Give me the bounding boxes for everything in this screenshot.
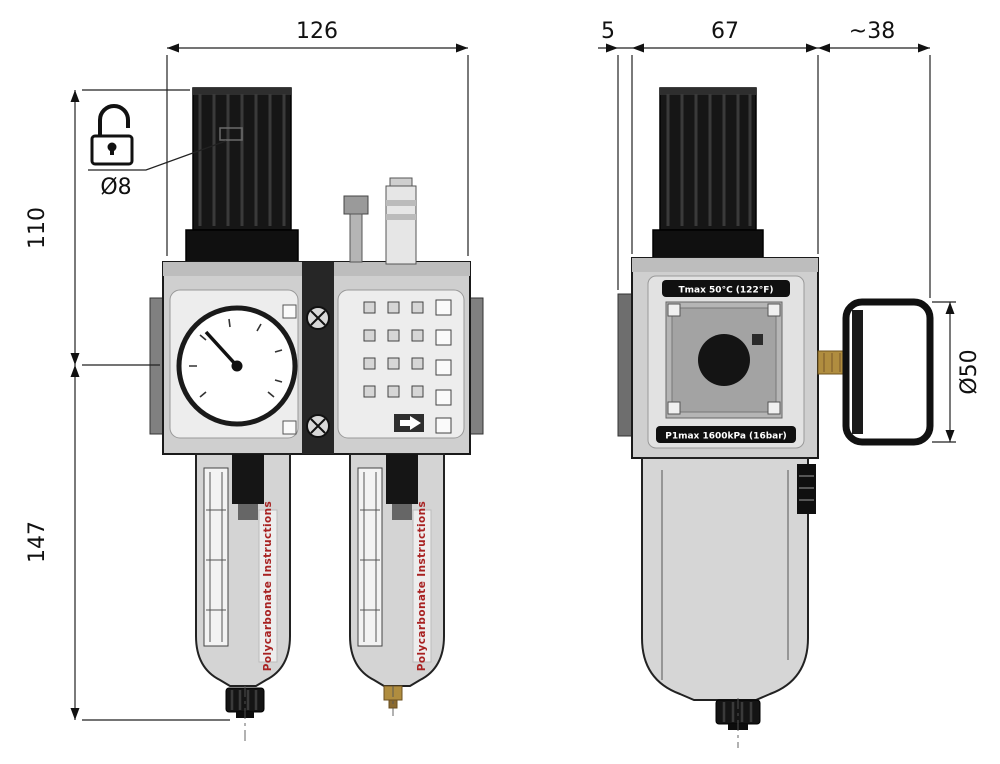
dim-text-d8: Ø8	[100, 175, 131, 200]
vent-slots-small	[363, 301, 424, 398]
knob-body	[659, 87, 757, 231]
tmax-plate	[662, 280, 790, 297]
dim-gauge-diameter: Ø50	[932, 301, 982, 443]
regulator-knob	[185, 87, 299, 263]
sight-window	[203, 467, 229, 647]
vent-slots-large	[435, 299, 452, 434]
pressure-gauge-side	[817, 298, 934, 446]
bowl-marking-text: Polycarbonate Instructions	[416, 501, 428, 671]
lubricator-element-stem	[392, 504, 412, 520]
gauge-hub	[231, 360, 243, 372]
sight-window	[357, 467, 383, 647]
gauge-needle	[204, 330, 239, 368]
gauge-case-band	[852, 310, 863, 434]
gauge-stem-hex	[823, 353, 841, 372]
lubricator-module-panel	[337, 289, 465, 439]
front-body	[149, 177, 484, 455]
panel-corner-slots	[282, 304, 297, 435]
knob-collar	[185, 229, 299, 263]
side-bowl	[641, 457, 816, 730]
dim-text-126: 126	[296, 19, 338, 44]
callout-knob-port: Ø8	[88, 104, 227, 200]
dim-text-d50: Ø50	[957, 349, 982, 394]
regulator-knob-side	[652, 87, 764, 261]
gauge-disc	[842, 298, 934, 446]
knob-collar	[652, 229, 764, 261]
divider-screw-top	[306, 306, 330, 330]
dim-side-top: 5 67 ~38	[598, 19, 931, 298]
filter-element-stem	[238, 504, 258, 520]
filter-bowl: Polycarbonate Instructions	[195, 453, 291, 718]
divider-screw-bottom	[306, 414, 330, 438]
dim-front-width: 126	[166, 19, 469, 256]
lubricator-element	[386, 454, 418, 504]
small-port-slot	[752, 334, 763, 345]
knob-ribs	[666, 94, 752, 226]
recess-corner-slots	[667, 303, 781, 415]
dim-text-38: ~38	[849, 19, 895, 44]
knob-notch	[219, 127, 243, 141]
oil-fill-cap	[385, 177, 417, 265]
bowl-label-area	[412, 509, 432, 663]
port-opening	[698, 334, 750, 386]
dim-upper-height: 110	[25, 89, 190, 366]
bowl-marking-text: Polycarbonate Instructions	[262, 501, 274, 671]
pressure-gauge-front	[176, 305, 298, 427]
sight-window-marks	[360, 472, 380, 642]
leader-line	[88, 140, 227, 171]
tmax-plate-text: Tmax 50°C (122°F)	[679, 286, 774, 296]
side-bowl-outline	[641, 457, 809, 701]
knob-cap	[193, 88, 291, 95]
pmax-plate-text: P1max 1600kPa (16bar)	[665, 432, 787, 442]
dimensions: 126 5 67 ~38 110 147	[25, 19, 982, 721]
unlock-icon	[90, 104, 134, 166]
dim-text-5: 5	[601, 19, 615, 44]
bowl-label-area	[258, 509, 278, 663]
knob-cap	[660, 88, 756, 95]
mount-tab-right	[468, 297, 484, 435]
mount-tab-left	[149, 297, 165, 435]
filter-element	[232, 454, 264, 504]
sight-window-marks	[206, 472, 226, 642]
body-top-band	[632, 258, 818, 272]
flow-arrow-icon	[394, 414, 424, 432]
side-body: Tmax 50°C (122°F) P1max 1600kPa (16bar)	[617, 257, 819, 459]
dim-text-110: 110	[25, 207, 50, 249]
oil-adjust-knob	[343, 195, 369, 263]
front-view: Polycarbonate Instructions Polycarbonate…	[149, 87, 484, 742]
knob-ribs	[198, 94, 286, 226]
dim-text-147: 147	[25, 521, 50, 563]
bowl-clip	[797, 464, 816, 514]
bowl-shading	[661, 470, 789, 680]
dim-lower-height: 147	[25, 365, 230, 721]
pmax-plate	[656, 426, 796, 443]
dim-text-67: 67	[711, 19, 739, 44]
side-view: Tmax 50°C (122°F) P1max 1600kPa (16bar)	[617, 87, 934, 748]
lubricator-bowl: Polycarbonate Instructions	[349, 453, 445, 709]
gauge-ticks	[189, 318, 283, 398]
